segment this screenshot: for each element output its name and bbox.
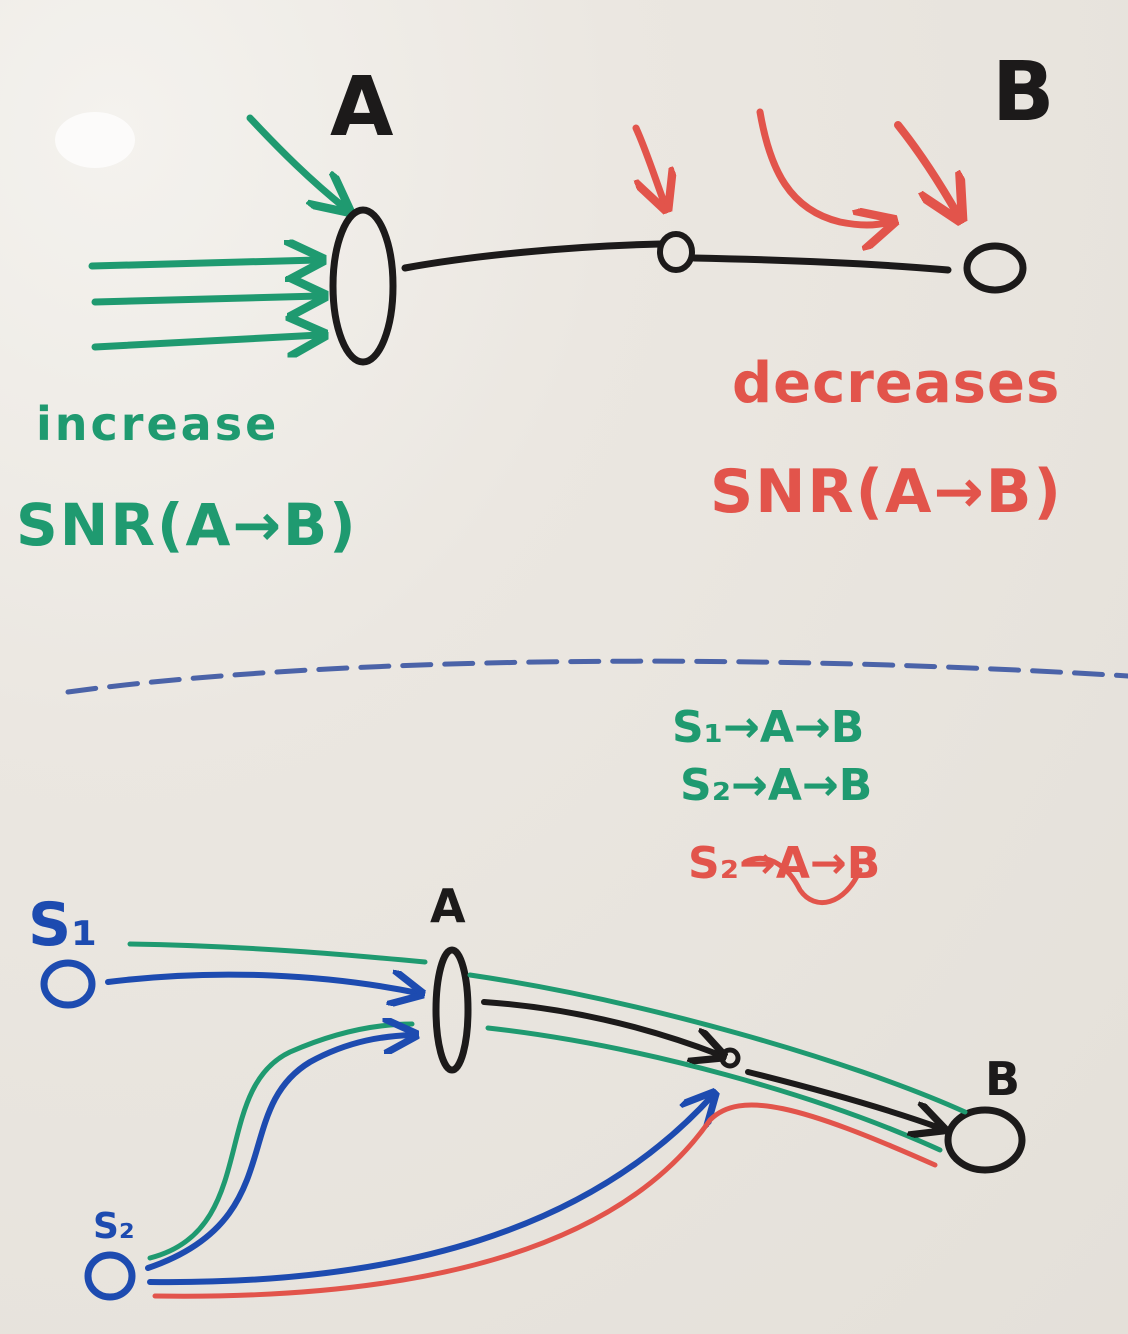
source-1-node: [40, 959, 96, 1009]
top-red-arrow-curved: [756, 108, 890, 225]
top-green-arrow-diagonal: [246, 114, 345, 208]
s1-green-path-in: [127, 941, 428, 965]
s2-red-detour-path: [152, 1102, 938, 1299]
top-left-note-line1: increase: [36, 397, 279, 451]
top-green-arrow-1: [88, 260, 318, 266]
top-node-a: [329, 206, 397, 366]
bottom-node-a-label: A: [430, 879, 466, 933]
s2-blue-path-a: [145, 1035, 412, 1271]
top-red-arrow-b: [894, 121, 958, 215]
bottom-node-b-label: B: [985, 1052, 1020, 1106]
legend-line-2: S₂→A→B: [680, 760, 872, 811]
bottom-diagram: A B S₁ S₂: [28, 879, 1026, 1301]
top-link-relay-b: [690, 254, 952, 274]
top-node-b: [963, 242, 1027, 294]
bottom-relay-node: [719, 1047, 741, 1069]
top-right-note-line1: decreases: [732, 351, 1060, 416]
top-left-note-line2: SNR(A→B): [16, 491, 358, 559]
top-node-b-label: B: [992, 45, 1055, 140]
source-2-label: S₂: [93, 1206, 135, 1247]
black-path-relay-b: [745, 1069, 940, 1128]
legend-line-3: S₂→A→B: [688, 838, 880, 889]
top-relay-node: [657, 231, 695, 273]
path-legend: S₁→A→B S₂→A→B S₂→A→B: [672, 702, 880, 906]
s2-blue-path-relay: [147, 1096, 712, 1286]
source-1-label: S₁: [28, 890, 98, 960]
s1-blue-path: [105, 975, 418, 993]
source-2-node: [84, 1251, 136, 1301]
top-diagram: A B increase SNR(A→B) decreases SNR(A→B): [16, 45, 1063, 559]
green-path-a-b-upper: [467, 972, 968, 1115]
bottom-node-a: [432, 946, 472, 1074]
board-glare: [55, 112, 135, 168]
top-green-arrow-3: [91, 335, 320, 347]
top-node-a-label: A: [330, 60, 394, 155]
green-path-a-b-lower: [485, 1025, 943, 1153]
top-green-arrow-2: [91, 296, 320, 302]
top-right-note-line2: SNR(A→B): [710, 457, 1063, 527]
s2-green-path-in: [147, 1021, 415, 1261]
section-divider: [65, 658, 1128, 695]
bottom-node-b: [944, 1106, 1026, 1174]
top-link-a-relay: [401, 240, 664, 272]
legend-line-1: S₁→A→B: [672, 702, 864, 753]
top-red-arrow-relay: [632, 124, 665, 205]
legend-line-3-detour: [742, 855, 863, 906]
black-path-a-relay: [481, 999, 720, 1055]
